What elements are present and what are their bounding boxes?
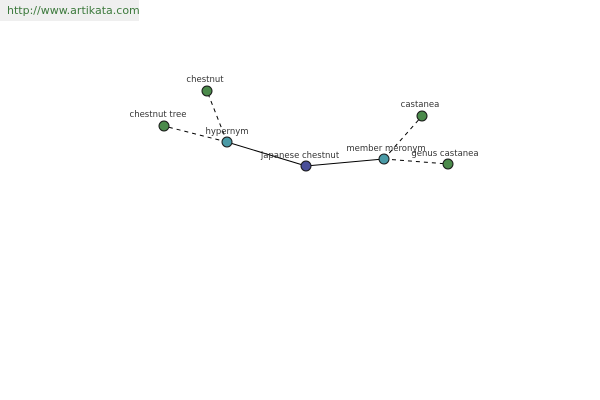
edge-hypernym-to-chestnut-tree	[163, 125, 228, 143]
edge-japanese-chestnut-to-hypernym	[226, 141, 307, 167]
nodes-layer	[158, 85, 454, 172]
edge-hypernym-to-chestnut	[206, 90, 228, 143]
label-chestnut: chestnut	[186, 75, 224, 85]
label-castanea: castanea	[401, 100, 440, 110]
label-member-meronym: member meronym	[346, 144, 425, 154]
source-url-banner[interactable]: http://www.artikata.com	[0, 0, 140, 21]
edges-layer	[163, 90, 449, 167]
node-chestnut-tree[interactable]	[158, 120, 170, 132]
node-chestnut[interactable]	[201, 85, 213, 97]
edge-japanese-chestnut-to-member-meronym	[305, 158, 385, 167]
node-castanea[interactable]	[416, 110, 428, 122]
edge-member-meronym-to-genus-castanea	[383, 158, 449, 165]
node-member-meronym[interactable]	[378, 153, 390, 165]
label-genus-castanea: genus castanea	[411, 149, 478, 159]
edge-member-meronym-to-castanea	[383, 115, 423, 160]
node-hypernym[interactable]	[221, 136, 233, 148]
labels-layer: japanese chestnut hypernym member meronym c…	[130, 75, 479, 161]
node-japanese-chestnut[interactable]	[300, 160, 312, 172]
node-genus-castanea[interactable]	[442, 158, 454, 170]
label-chestnut-tree: chestnut tree	[130, 110, 187, 120]
label-japanese-chestnut: japanese chestnut	[260, 151, 340, 161]
label-hypernym: hypernym	[205, 127, 248, 137]
